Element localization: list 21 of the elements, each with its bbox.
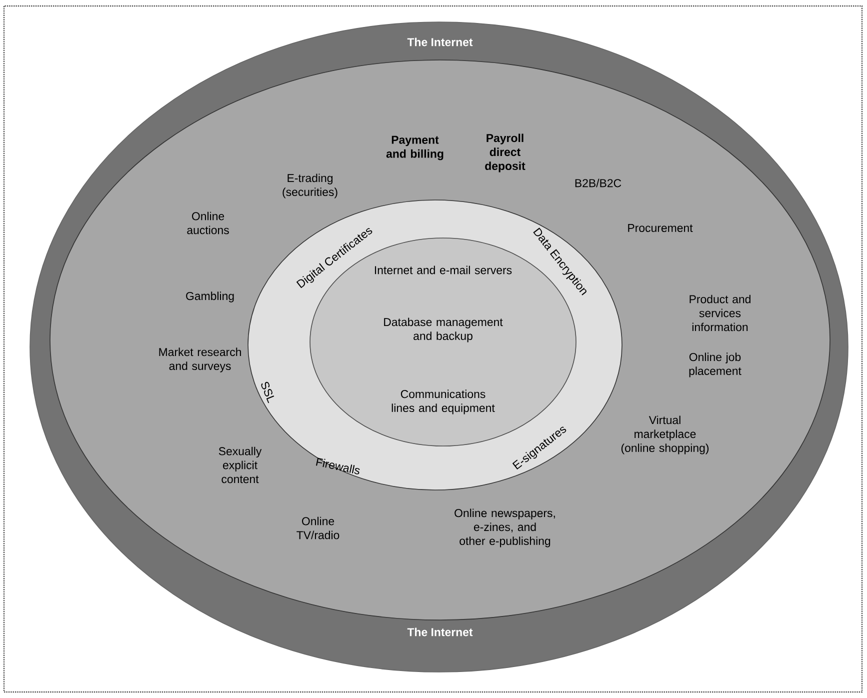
security-label: Firewalls	[316, 458, 360, 474]
application-label: Virtual marketplace (online shopping)	[621, 416, 709, 454]
application-label: Online job placement	[689, 352, 742, 378]
application-label: Product and services information	[690, 294, 750, 332]
band-label: The Internet	[407, 628, 473, 636]
application-label: Online auctions	[187, 212, 229, 234]
security-label: SSL	[261, 382, 274, 404]
application-label: Sexually explicit content	[218, 446, 262, 484]
application-label: B2B/B2C	[575, 178, 622, 188]
application-label: Online TV/radio	[296, 516, 340, 540]
application-label: E-trading (securities)	[282, 174, 338, 198]
core-label: Internet and e-mail servers	[374, 266, 512, 274]
band-label: The Internet	[407, 38, 473, 46]
application-label: Payment and billing	[386, 136, 444, 160]
application-label: Market research and surveys	[159, 348, 241, 372]
application-label: Gambling	[186, 292, 234, 302]
core-label: Communications lines and equipment	[392, 390, 495, 414]
application-label: Payroll direct deposit	[485, 134, 526, 172]
core-label: Database management and backup	[384, 318, 503, 342]
application-label: Procurement	[628, 224, 693, 232]
application-label: Online newspapers, e-zines, and other e-publishing	[454, 508, 555, 548]
